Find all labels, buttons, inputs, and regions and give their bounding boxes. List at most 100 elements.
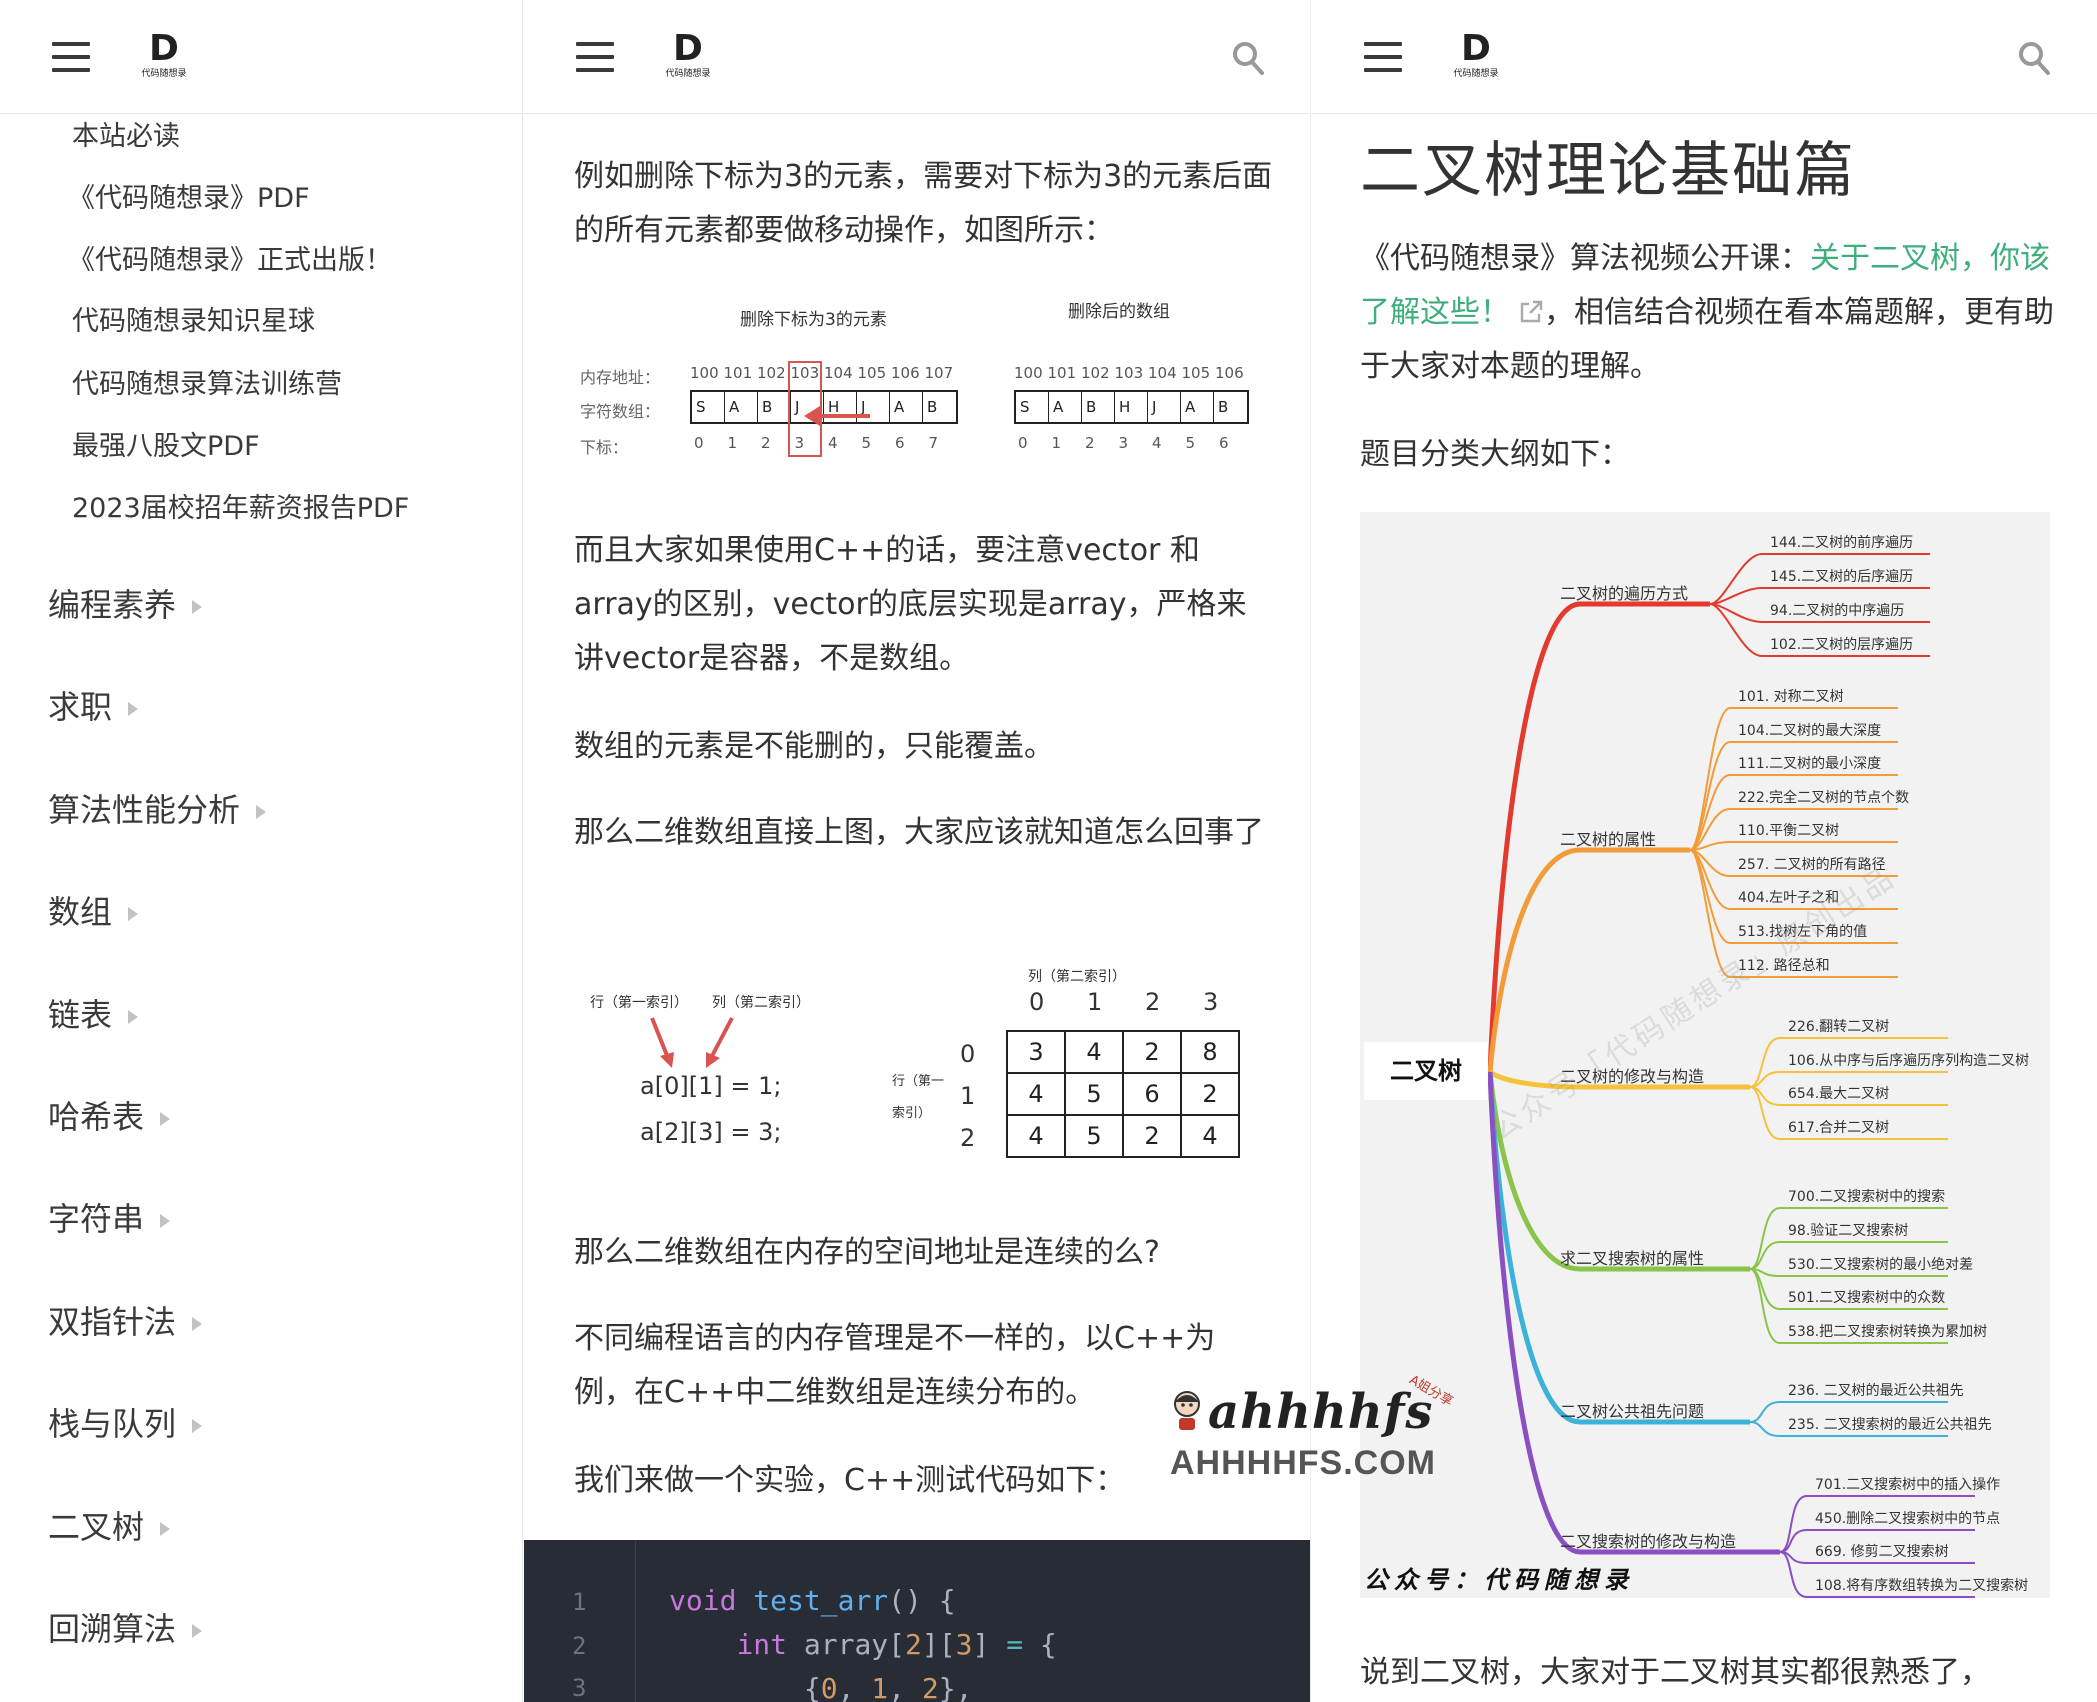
nav-section-label: 哈希表 — [48, 1098, 145, 1136]
search-icon[interactable] — [2017, 40, 2051, 76]
array-cell: B — [758, 392, 791, 422]
grid-cell: 4 — [1007, 1073, 1065, 1115]
array-cell: B — [1218, 398, 1229, 416]
array-cell: H — [1115, 392, 1148, 422]
mindmap-leaf: 501.二叉搜索树中的众数 — [1788, 1290, 1946, 1306]
array-cell: B — [927, 398, 938, 416]
nav-section-label: 算法性能分析 — [48, 790, 241, 829]
fig-number: 4 — [1152, 434, 1162, 452]
site-logo[interactable]: D 代码随想录 — [136, 30, 192, 88]
nav-item[interactable]: 代码随想录算法训练营 — [72, 369, 342, 400]
line-number: 3 — [572, 1674, 587, 1702]
nav-item[interactable]: 最强八股文PDF — [72, 431, 260, 462]
nav-section[interactable]: 哈希表 — [48, 1097, 171, 1137]
nav-section[interactable]: 数组 — [48, 892, 139, 932]
site-logo[interactable]: D 代码随想录 — [1448, 30, 1504, 88]
nav-item[interactable]: 《代码随想录》正式出版！ — [68, 245, 392, 276]
nav-item[interactable]: 《代码随想录》PDF — [68, 183, 310, 214]
top-bar: D 代码随想录 — [524, 0, 1310, 114]
nav-section[interactable]: 求职 — [48, 687, 139, 727]
paragraph-5: 那么二维数组在内存的空间地址是连续的么? — [574, 1235, 1160, 1270]
nav-item[interactable]: 代码随想录知识星球 — [72, 306, 315, 337]
col-index-label: 列（第二索引） — [712, 995, 810, 1011]
mindmap-root: 二叉树 — [1364, 1042, 1488, 1100]
external-link-icon[interactable] — [1518, 299, 1544, 325]
fig-number: 6 — [895, 434, 905, 452]
code-line: void test_arr() { — [669, 1584, 956, 1617]
chevron-right-icon — [160, 1521, 171, 1536]
search-icon[interactable] — [1231, 40, 1265, 76]
nav-section[interactable]: 回溯算法 — [48, 1609, 203, 1649]
fig-number: 5 — [861, 434, 872, 452]
pointer-arrows-icon — [650, 1017, 734, 1068]
mindmap-leaf: 110.平衡二叉树 — [1738, 823, 1840, 839]
top-bar: D 代码随想录 — [1312, 0, 2097, 114]
chevron-right-icon — [128, 1009, 139, 1024]
code-block[interactable]: 1 2 3 void test_arr() { int array[2][3] … — [524, 1540, 1310, 1702]
right-panel: D 代码随想录 二叉树理论基础篇 《代码随想录》算法视频公开课：关于二叉树，你该… — [1312, 0, 2097, 1702]
fig-number: 104 — [1148, 364, 1177, 382]
grid-col-label: 列（第二索引） — [1028, 969, 1126, 985]
nav-section[interactable]: 编程素养 — [48, 585, 203, 625]
mindmap-leaf: 111.二叉树的最小深度 — [1738, 756, 1882, 772]
grid-cell: 2 — [1123, 1115, 1181, 1157]
array-cell: A — [890, 392, 923, 422]
mindmap-leaf: 144.二叉树的前序遍历 — [1770, 535, 1914, 551]
watermark-domain: AHHHHFS.COM — [1170, 1444, 1436, 1482]
fig-number: 100 — [1014, 364, 1043, 382]
menu-icon[interactable] — [1364, 42, 1402, 72]
chevron-right-icon — [192, 1624, 203, 1638]
nav-item[interactable]: 2023届校招年薪资报告PDF — [72, 493, 410, 524]
nav-section-label: 字符串 — [48, 1200, 145, 1239]
grid-col-head: 1 — [1087, 988, 1103, 1016]
fig-number: 101 — [723, 364, 753, 382]
expr-a01: a[0][1] = 1; — [640, 1072, 782, 1100]
watermark-brand: ahhhhfs — [1208, 1384, 1434, 1440]
mindmap-leaf: 222.完全二叉树的节点个数 — [1738, 790, 1910, 806]
fig-number: 102 — [757, 364, 786, 382]
nav-section[interactable]: 字符串 — [48, 1199, 171, 1239]
nav-section[interactable]: 二叉树 — [48, 1507, 171, 1547]
mindmap-leaf: 530.二叉搜索树的最小绝对差 — [1788, 1257, 1974, 1273]
array-cell: H — [824, 392, 857, 422]
mindmap-leaf: 654.最大二叉树 — [1788, 1086, 1890, 1102]
fig-number: 107 — [924, 364, 954, 382]
array-cell: A — [725, 392, 758, 422]
mindmap-leaf: 538.把二叉搜索树转换为累加树 — [1788, 1324, 1988, 1340]
fig-number: 103 — [790, 364, 820, 382]
array-cell: J — [1148, 392, 1181, 422]
mindmap-leaf: 101. 对称二叉树 — [1738, 689, 1844, 705]
mindmap-leaf: 450.删除二叉搜索树中的节点 — [1815, 1511, 2001, 1527]
array-cell: S — [1016, 392, 1049, 422]
video-link[interactable]: 关于二叉树，你该了解这些！ — [1360, 241, 2050, 330]
fig-number: 1 — [727, 434, 738, 452]
nav-section[interactable]: 链表 — [48, 995, 139, 1035]
fig-number: 5 — [1185, 434, 1196, 452]
array-cell: J — [791, 392, 824, 422]
mindmap-leaf: 104.二叉树的最大深度 — [1738, 723, 1882, 739]
nav-item[interactable]: 本站必读 — [72, 121, 180, 152]
grid-row-head: 2 — [960, 1124, 976, 1152]
fig-number: 101 — [1047, 364, 1077, 382]
mindmap-branch: 二叉树的遍历方式 — [1560, 584, 1689, 603]
mindmap-connectors — [1487, 553, 1975, 1598]
paragraph-3: 数组的元素是不能删的，只能覆盖。 — [574, 729, 1054, 764]
grid-cell: 4 — [1065, 1031, 1123, 1073]
grid-cell: 3 — [1007, 1031, 1065, 1073]
nav-section[interactable]: 双指针法 — [48, 1302, 203, 1342]
fig-number: 103 — [1114, 364, 1144, 382]
mindmap-leaf: 108.将有序数组转换为二叉搜索树 — [1815, 1578, 2029, 1594]
nav-section[interactable]: 算法性能分析 — [48, 790, 267, 830]
menu-icon[interactable] — [52, 42, 90, 72]
chevron-right-icon — [128, 907, 139, 922]
nav-section[interactable]: 栈与队列 — [48, 1404, 203, 1444]
mindmap-leaf: 404.左叶子之和 — [1738, 890, 1840, 906]
grid-row-label-1: 行（第一 — [892, 1074, 945, 1089]
menu-icon[interactable] — [576, 42, 614, 72]
row-label-chars: 字符数组： — [580, 402, 661, 421]
site-logo[interactable]: D 代码随想录 — [660, 30, 716, 88]
fig-number: 105 — [857, 364, 887, 382]
fig-number: 104 — [824, 364, 853, 382]
row-label-address: 内存地址： — [580, 368, 661, 387]
